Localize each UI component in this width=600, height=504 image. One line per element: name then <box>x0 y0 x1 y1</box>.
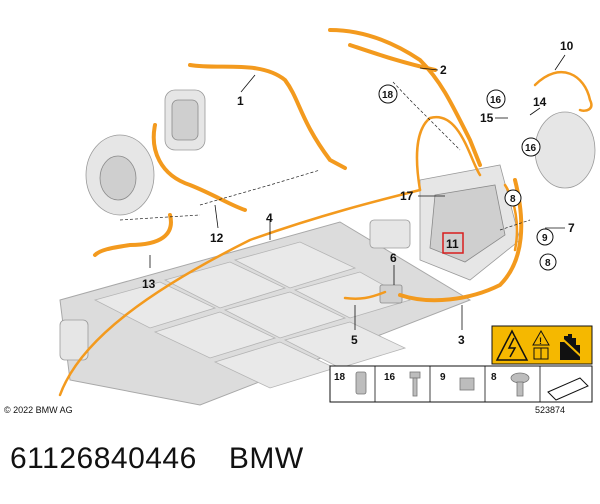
callout-6: 6 <box>390 251 397 265</box>
callout-14: 14 <box>533 95 547 109</box>
footer: 61126840446 BMW <box>10 442 304 476</box>
callout-7: 7 <box>568 221 575 235</box>
callout-10: 10 <box>560 39 574 53</box>
callout-17: 17 <box>400 189 414 203</box>
arrow-icon <box>547 377 589 401</box>
callout-4: 4 <box>266 211 273 225</box>
warning-symbols: ! <box>491 325 593 365</box>
callout-9: 9 <box>542 233 548 244</box>
callout-3: 3 <box>458 333 465 347</box>
nut-9-icon <box>459 377 475 391</box>
components <box>59 89 596 361</box>
reference-number: 523874 <box>535 405 566 415</box>
legend-label-16: 16 <box>384 372 396 383</box>
legend-label-9: 9 <box>440 372 446 383</box>
screw-8-icon <box>510 372 530 384</box>
callout-15: 15 <box>480 111 494 125</box>
callout-12: 12 <box>210 231 224 245</box>
callout-16b: 16 <box>525 143 537 154</box>
nut-18-icon <box>355 371 367 395</box>
wiring-diagram: 1 2 3 4 5 6 7 10 11 12 13 14 15 17 18 16… <box>58 28 596 406</box>
svg-text:!: ! <box>539 336 542 346</box>
callout-2: 2 <box>440 63 447 77</box>
callout-11: 11 <box>446 237 459 251</box>
parts-legend: 18 16 9 8 <box>329 365 593 403</box>
copyright-text: © 2022 BMW AG <box>4 405 73 415</box>
callout-1: 1 <box>237 94 244 108</box>
callout-5: 5 <box>351 333 358 347</box>
legend-label-18: 18 <box>334 372 346 383</box>
legend-label-8: 8 <box>491 372 497 383</box>
hv-cables <box>58 28 593 397</box>
leader-lines <box>119 54 566 330</box>
battery-pack <box>59 221 472 406</box>
highlight-box-11 <box>442 232 464 254</box>
high-voltage-warning-icon <box>495 329 529 361</box>
callout-labels: 1 2 3 4 5 6 7 10 11 12 13 14 15 17 18 16… <box>142 39 575 347</box>
callout-16a: 16 <box>490 95 502 106</box>
callout-8a: 8 <box>510 194 516 205</box>
caution-icon <box>532 329 550 346</box>
callout-13: 13 <box>142 277 156 291</box>
callout-8b: 8 <box>545 258 551 269</box>
part-number: 61126840446 <box>10 442 197 475</box>
callout-18: 18 <box>382 90 394 101</box>
brand-name: BMW <box>228 442 304 475</box>
bolt-16-icon <box>409 371 421 379</box>
